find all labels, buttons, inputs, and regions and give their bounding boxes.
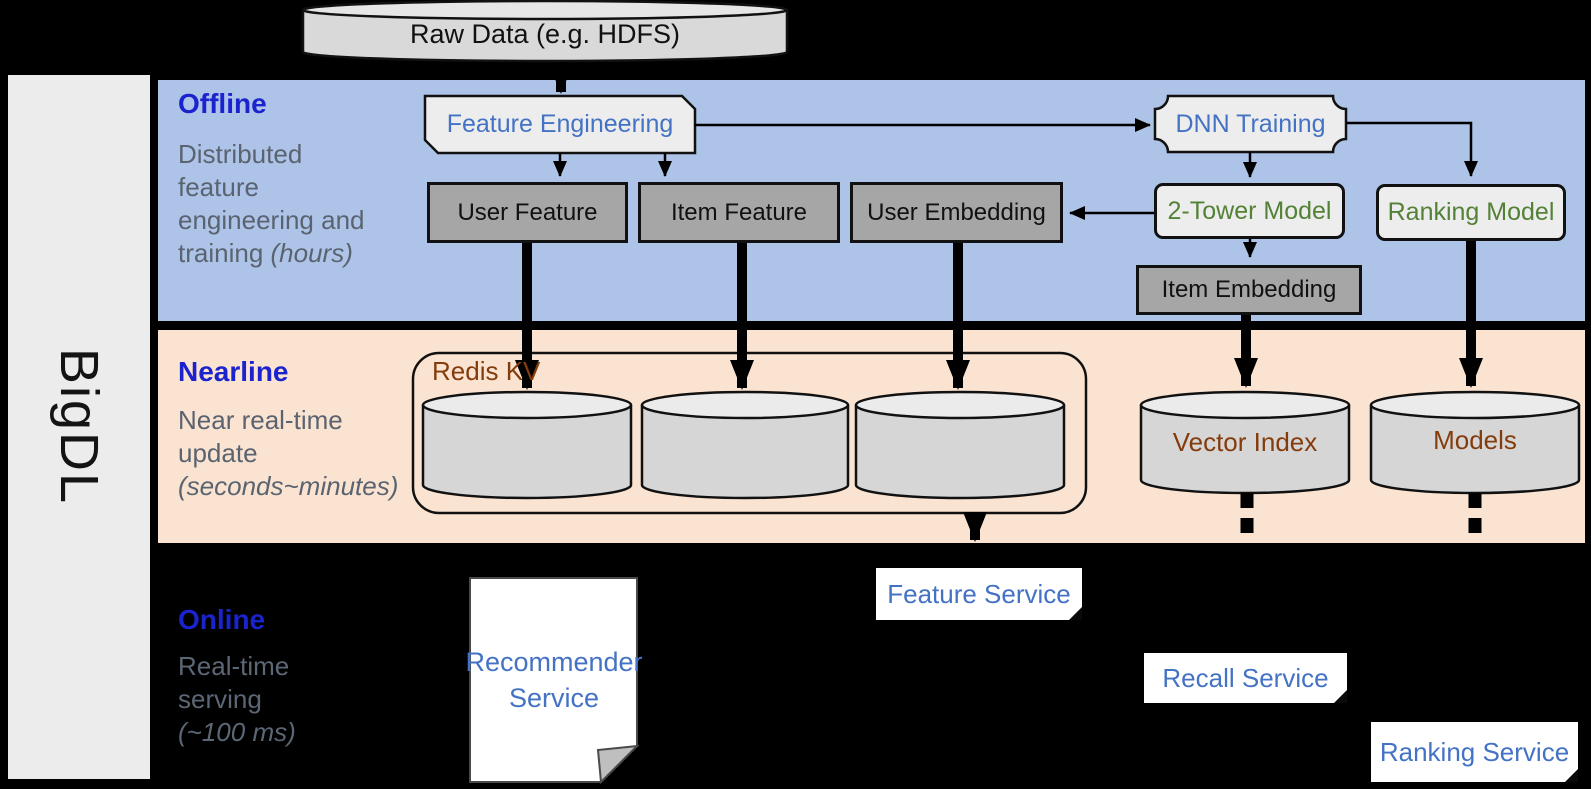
ranking-service-node: Ranking Service (1371, 722, 1578, 782)
vector-index-label: Vector Index (1172, 427, 1318, 457)
two-tower-model-label: 2-Tower Model (1167, 196, 1332, 225)
feature-service-node: Feature Service (876, 568, 1082, 620)
recommender-service-label: Recommender Service (465, 647, 643, 713)
online-subtitle-line1: Real-time (178, 651, 290, 681)
offline-duration-note: (hours) (270, 238, 353, 268)
offline-subtitle-line3: engineering and (178, 205, 365, 235)
offline-subtitle-line2: feature (178, 172, 259, 202)
item-embedding-node: Item Embedding (1136, 265, 1362, 315)
folded-corner (1565, 769, 1578, 782)
nearline-title: Nearline (178, 356, 289, 387)
folded-corner (1334, 690, 1347, 703)
user-embedding-label: User Embedding (867, 198, 1046, 226)
feature-service-label: Feature Service (887, 578, 1071, 609)
user-embedding-node: User Embedding (850, 182, 1063, 243)
ranking-service-label: Ranking Service (1379, 736, 1570, 767)
offline-subtitle: Distributed feature engineering and trai… (178, 138, 423, 270)
folded-corner (1069, 607, 1082, 620)
item-feature-label: Item Feature (670, 198, 808, 226)
nearline-subtitle-line1: Near real-time (178, 405, 343, 435)
item-feature-node: Item Feature (638, 182, 840, 243)
offline-title: Offline (178, 88, 267, 119)
models-label: Models (1433, 424, 1517, 455)
bigdl-brand-bar: BigDL (8, 75, 150, 779)
offline-subtitle-line4: training (hours) (178, 238, 353, 268)
nearline-subtitle: Near real-time update (seconds~minutes) (178, 404, 423, 503)
nearline-duration-note: (seconds~minutes) (178, 471, 399, 501)
user-feature-node: User Feature (427, 182, 628, 243)
feature-engineering-label: Feature Engineering (446, 110, 674, 138)
online-subtitle: Real-time serving (~100 ms) (178, 650, 423, 749)
redis-kv-label: Redis KV (432, 356, 541, 386)
ranking-model-label: Ranking Model (1387, 198, 1555, 226)
offline-subtitle-line1: Distributed (178, 139, 303, 169)
raw-data-label: Raw Data (e.g. HDFS) (409, 18, 681, 49)
ranking-model-node: Ranking Model (1376, 184, 1566, 241)
user-feature-label: User Feature (457, 198, 598, 226)
item-embedding-label: Item Embedding (1161, 276, 1337, 303)
bigdl-brand-label: BigDL (49, 348, 109, 506)
online-title: Online (178, 604, 266, 635)
two-tower-model-node: 2-Tower Model (1154, 183, 1345, 239)
online-duration-note: (~100 ms) (178, 717, 296, 747)
online-subtitle-line2: serving (178, 684, 262, 714)
recall-service-label: Recall Service (1162, 662, 1329, 693)
recall-service-node: Recall Service (1144, 653, 1347, 703)
dnn-training-label: DNN Training (1175, 109, 1326, 138)
nearline-subtitle-line2: update (178, 438, 258, 468)
